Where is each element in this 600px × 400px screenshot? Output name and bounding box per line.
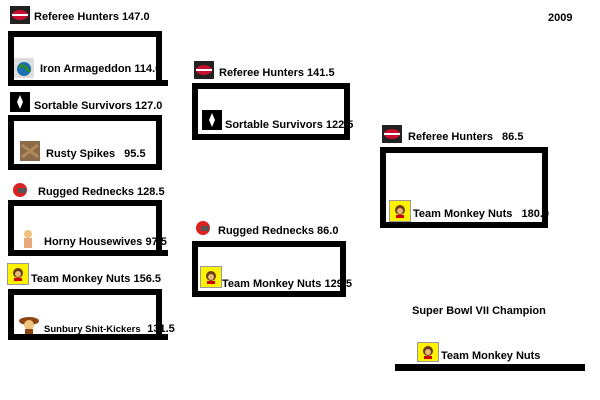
bracket-line xyxy=(192,83,350,89)
sortable-survivors-icon xyxy=(10,92,30,112)
bracket-line xyxy=(8,31,14,81)
monkey-nuts-icon xyxy=(7,263,29,285)
ref-hunters-icon xyxy=(382,124,402,144)
rugged-rednecks-icon xyxy=(193,218,213,238)
r2-team-1: Referee Hunters 141.5 xyxy=(219,67,335,79)
bracket-line xyxy=(542,147,548,227)
ref-hunters-icon xyxy=(194,60,214,80)
bracket-line xyxy=(192,291,346,297)
bracket-line xyxy=(156,31,162,81)
bracket-line xyxy=(8,164,162,170)
r2-team-2: Sortable Survivors 122.5 xyxy=(225,119,354,131)
champion-line xyxy=(395,364,585,371)
bracket-line xyxy=(8,250,168,256)
ref-hunters-icon xyxy=(10,5,30,25)
r1-team-1: Referee Hunters 147.0 xyxy=(34,11,150,23)
bracket-line xyxy=(344,83,350,135)
bracket-line xyxy=(340,241,346,295)
r1-team-3: Sortable Survivors 127.0 xyxy=(34,100,163,112)
bracket-line xyxy=(192,83,198,135)
r1-team-2: Iron Armageddon 114.0 xyxy=(40,63,162,75)
monkey-nuts-icon xyxy=(200,266,222,288)
bracket-line xyxy=(8,289,162,295)
rugged-rednecks-icon xyxy=(10,180,30,200)
bracket-line xyxy=(8,289,14,338)
sortable-survivors-icon xyxy=(202,110,222,130)
bracket-line xyxy=(156,289,162,338)
r1-team-6: Horny Housewives 97.5 xyxy=(44,236,167,248)
bracket-line xyxy=(192,241,346,247)
bracket-line xyxy=(8,80,168,86)
bracket-line xyxy=(8,200,14,255)
champion-title: Super Bowl VII Champion xyxy=(412,305,546,317)
bracket-line xyxy=(156,115,162,170)
bracket-line xyxy=(8,115,162,121)
r2-team-4: Team Monkey Nuts 129.5 xyxy=(222,278,353,290)
horny-housewives-icon xyxy=(18,228,38,248)
monkey-nuts-icon xyxy=(417,342,439,362)
final-team-1: Referee Hunters 86.5 xyxy=(408,131,524,143)
bracket-line xyxy=(156,200,162,255)
sunbury-icon xyxy=(16,313,42,335)
season-year: 2009 xyxy=(548,12,573,24)
monkey-nuts-icon xyxy=(389,200,411,222)
bracket-line xyxy=(8,115,14,170)
final-team-2: Team Monkey Nuts 180.0 xyxy=(413,208,550,220)
bracket-line xyxy=(8,200,162,206)
r1-team-5: Rugged Rednecks 128.5 xyxy=(38,186,165,198)
rusty-spikes-icon xyxy=(20,141,40,161)
bracket-line xyxy=(192,134,350,140)
bracket-line xyxy=(192,241,198,295)
r2-team-3: Rugged Rednecks 86.0 xyxy=(218,225,339,237)
champion-team: Team Monkey Nuts xyxy=(441,350,541,362)
iron-armageddon-icon xyxy=(14,58,34,78)
r1-team-7: Team Monkey Nuts 156.5 xyxy=(31,273,162,285)
r1-team-8: Sunbury Shit-Kickers 131.5 xyxy=(44,323,175,335)
bracket-line xyxy=(380,147,548,153)
bracket-line xyxy=(380,147,386,227)
bracket-line xyxy=(8,334,168,340)
bracket-line xyxy=(380,222,548,228)
r1-team-4: Rusty Spikes 95.5 xyxy=(46,148,146,160)
bracket-line xyxy=(8,31,162,37)
